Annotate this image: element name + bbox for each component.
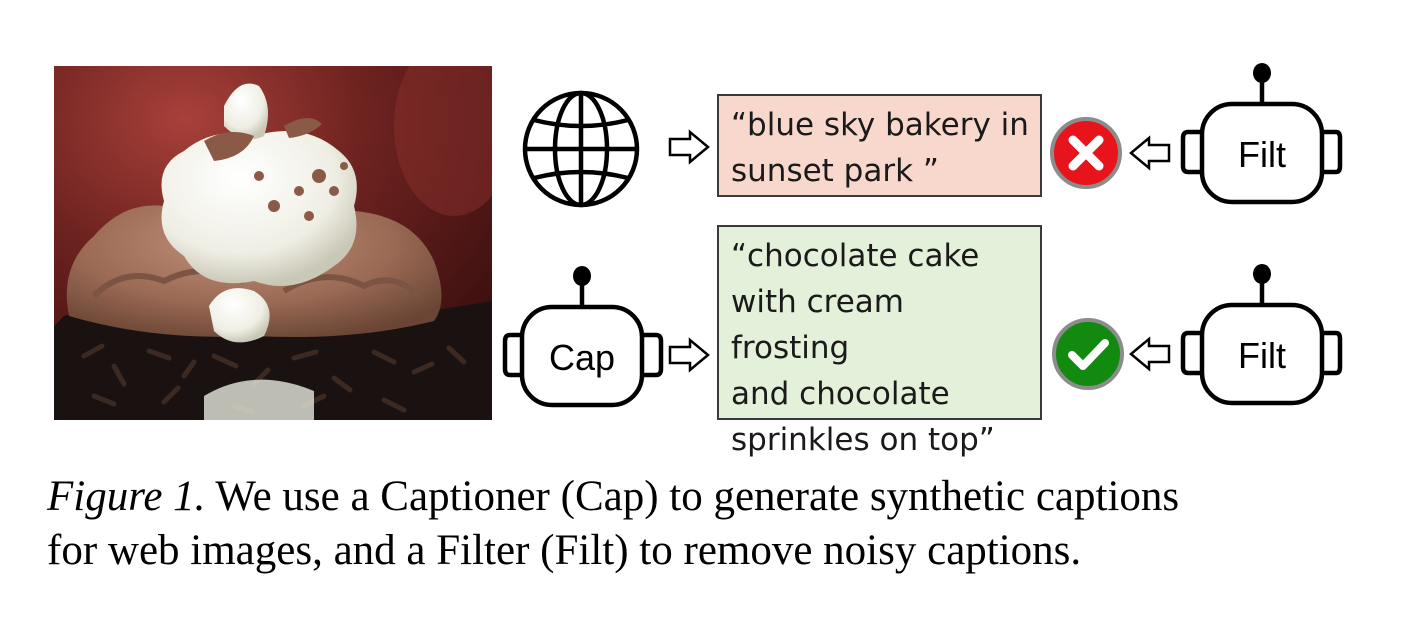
cake-photo	[54, 66, 492, 420]
arrow-left-icon	[1129, 336, 1171, 372]
filter-robot-label: Filt	[1238, 335, 1286, 376]
reject-x-icon	[1049, 116, 1123, 190]
captioner-robot-label: Cap	[548, 337, 616, 378]
filter-robot-label: Filt	[1238, 134, 1286, 175]
arrow-right-icon	[668, 337, 710, 373]
captioner-robot-icon: Cap	[502, 265, 664, 408]
figure-caption-line-2: for web images, and a Filter (Filt) to r…	[47, 527, 1082, 574]
arrow-right-icon	[668, 129, 710, 165]
filter-robot-icon: Filt	[1180, 263, 1343, 406]
figure-caption-text-1: We use a Captioner (Cap) to generate syn…	[215, 473, 1180, 520]
globe-icon	[522, 90, 640, 208]
filter-robot-icon: Filt	[1180, 62, 1343, 205]
arrow-left-icon	[1129, 135, 1171, 171]
figure-caption: Figure 1. We use a Captioner (Cap) to ge…	[47, 470, 1387, 578]
accept-check-icon	[1051, 317, 1125, 391]
noisy-web-caption: “blue sky bakery in sunset park ”	[717, 94, 1042, 197]
synthetic-caption: “chocolate cake with cream frosting and …	[717, 225, 1042, 458]
figure-label: Figure 1.	[47, 473, 206, 520]
figure-caption-line-1: Figure 1. We use a Captioner (Cap) to ge…	[47, 470, 1387, 524]
